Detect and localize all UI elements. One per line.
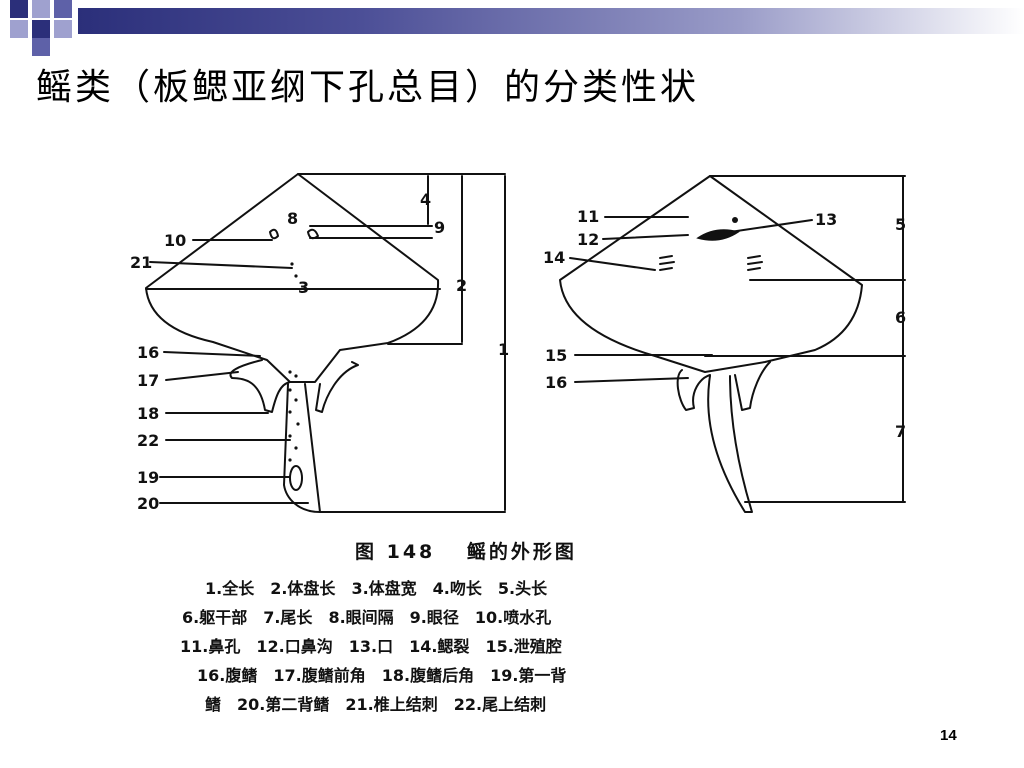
- legend-row: 6.躯干部 7.尾长 8.眼间隔 9.眼径 10.喷水孔: [150, 603, 870, 632]
- left-pelvic-fin-right: [315, 361, 359, 413]
- mouth-shape: [696, 229, 740, 241]
- label-10: 10: [164, 231, 186, 250]
- figure-legend: 1.全长 2.体盘长 3.体盘宽 4.吻长 5.头长 6.躯干部 7.尾长 8.…: [150, 574, 870, 719]
- leader-16b: [574, 377, 689, 383]
- leader-16: [163, 351, 261, 357]
- vertebral-thorn-dot: [294, 274, 298, 278]
- label-21: 21: [130, 253, 152, 272]
- deco-square: [10, 20, 28, 38]
- left-disc-outline: [145, 173, 440, 383]
- tail-thorn-dot: [296, 422, 300, 426]
- legend-item: 21.椎上结刺: [345, 695, 438, 714]
- legend-item: 6.躯干部: [182, 608, 248, 627]
- label-9: 9: [434, 218, 445, 237]
- slide-title: 鳐类（板鳃亚纲下孔总目）的分类性状: [36, 67, 700, 108]
- deco-square: [54, 0, 72, 18]
- label-7: 7: [895, 422, 906, 441]
- legend-item: 2.体盘长: [270, 579, 336, 598]
- left-eye-left: [269, 228, 279, 240]
- leader-21: [149, 261, 293, 269]
- left-eye-right: [307, 228, 319, 240]
- label-18: 18: [137, 404, 159, 423]
- label-17: 17: [137, 371, 159, 390]
- legend-item: 16.腹鳍: [197, 666, 258, 685]
- page-number: 14: [940, 727, 957, 744]
- deco-square: [32, 0, 50, 18]
- legend-item: 22.尾上结刺: [453, 695, 547, 714]
- legend-item: 19.第一背: [490, 666, 567, 685]
- left-pelvic-fin-left: [229, 359, 291, 413]
- legend-row: 鳍 20.第二背鳍 21.椎上结刺 22.尾上结刺: [150, 690, 870, 719]
- legend-row: 16.腹鳍 17.腹鳍前角 18.腹鳍后角 19.第一背: [150, 661, 870, 690]
- label-15: 15: [545, 346, 567, 365]
- legend-item: 5.头长: [497, 579, 548, 598]
- leader-17: [165, 371, 239, 381]
- legend-row: 11.鼻孔 12.口鼻沟 13.口 14.鳃裂 15.泄殖腔: [150, 632, 870, 661]
- label-22: 22: [137, 431, 159, 450]
- deco-square: [32, 20, 50, 38]
- tail-thorn-dot: [294, 398, 298, 402]
- legend-item: 11.鼻孔: [180, 637, 241, 656]
- label-2: 2: [456, 276, 467, 295]
- label-3: 3: [298, 278, 309, 297]
- deco-square: [32, 38, 50, 56]
- label-8: 8: [287, 209, 298, 228]
- legend-item: 18.腹鳍后角: [381, 666, 475, 685]
- label-16: 16: [137, 343, 159, 362]
- legend-item: 8.眼间隔: [328, 608, 394, 627]
- legend-item: 7.尾长: [263, 608, 313, 627]
- label-16-right: 16: [545, 373, 567, 392]
- legend-item: 10.喷水孔: [474, 608, 552, 627]
- legend-item: 9.眼径: [409, 608, 459, 627]
- label-1: 1: [498, 340, 509, 359]
- legend-item: 4.吻长: [432, 579, 482, 598]
- tail-thorn-dot: [294, 446, 298, 450]
- label-20: 20: [137, 494, 159, 513]
- legend-item: 17.腹鳍前角: [273, 666, 366, 685]
- left-tail: [283, 383, 321, 513]
- label-5: 5: [895, 215, 906, 234]
- label-6: 6: [895, 308, 906, 327]
- tail-thorn-dot: [288, 370, 292, 374]
- title-decoration: [0, 0, 1024, 56]
- legend-item: 15.泄殖腔: [485, 637, 562, 656]
- deco-square: [10, 0, 28, 18]
- label-11: 11: [577, 207, 599, 226]
- tail-thorn-dot: [288, 388, 292, 392]
- left-first-dorsal-fin: [289, 465, 303, 491]
- tail-thorn-dot: [288, 410, 292, 414]
- legend-row: 1.全长 2.体盘长 3.体盘宽 4.吻长 5.头长: [150, 574, 870, 603]
- leader-13: [729, 219, 813, 233]
- tail-thorn-dot: [288, 434, 292, 438]
- right-pelvic-fin-right: [734, 361, 771, 411]
- right-disc-outline: [559, 175, 863, 373]
- legend-item: 12.口鼻沟: [256, 637, 333, 656]
- figure-caption: 图 148 鳐的外形图: [355, 541, 577, 563]
- label-14: 14: [543, 248, 565, 267]
- tail-thorn-dot: [288, 458, 292, 462]
- legend-item: 鳍: [205, 695, 222, 714]
- mouth-point: [732, 217, 738, 223]
- legend-item: 14.鳃裂: [409, 637, 470, 656]
- legend-item: 20.第二背鳍: [237, 695, 330, 714]
- legend-item: 13.口: [348, 637, 394, 656]
- leader-12: [602, 234, 689, 240]
- right-tail: [707, 375, 753, 513]
- deco-square: [54, 20, 72, 38]
- label-4: 4: [420, 190, 431, 209]
- label-19: 19: [137, 468, 159, 487]
- legend-item: 3.体盘宽: [351, 579, 417, 598]
- title-gradient-bar: [78, 8, 1024, 34]
- leader-14: [569, 257, 656, 271]
- gill-slits-left: [659, 255, 675, 271]
- label-12: 12: [577, 230, 599, 249]
- legend-item: 1.全长: [205, 579, 255, 598]
- vertebral-thorn-dot: [290, 262, 294, 266]
- tail-thorn-dot: [294, 374, 298, 378]
- right-pelvic-fin-left: [676, 369, 711, 411]
- gill-slits-right: [747, 255, 763, 271]
- label-13: 13: [815, 210, 837, 229]
